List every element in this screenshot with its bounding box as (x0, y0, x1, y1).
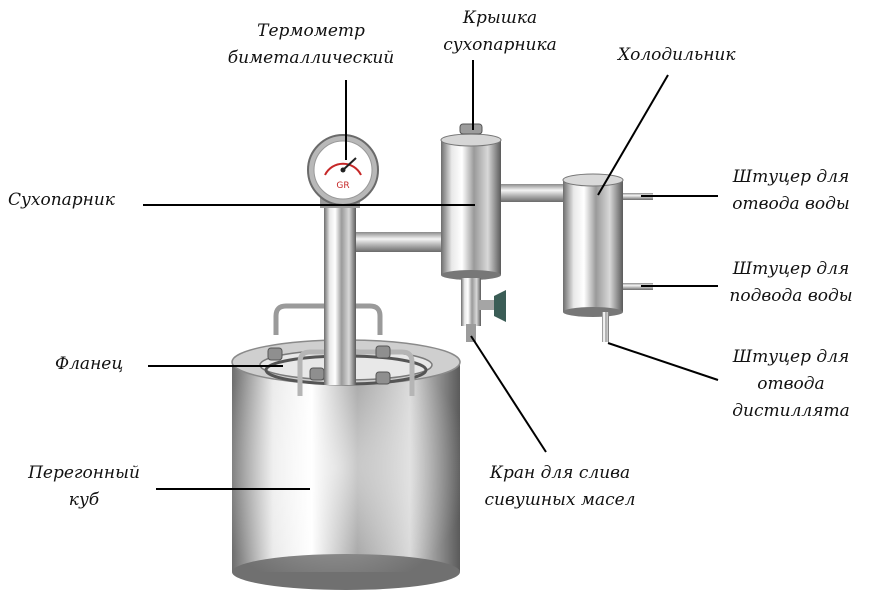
label-water-out: Штуцер для отвода воды (718, 164, 864, 218)
label-water-in-line-2: подвода воды (729, 286, 853, 306)
label-dryer-lid: Крышка сухопарника (415, 5, 585, 59)
label-fusel-tap-line-1: Кран для слива (489, 463, 631, 483)
leader-condenser (597, 74, 669, 196)
label-distillate-out-line-1: Штуцер для (732, 347, 850, 367)
label-water-in-line-1: Штуцер для (732, 259, 850, 279)
label-dryer-lid-line-2: сухопарника (443, 35, 557, 55)
label-fusel-tap: Кран для слива сивушных масел (470, 460, 650, 514)
label-fusel-tap-line-2: сивушных масел (484, 490, 636, 510)
label-cube-line-2: куб (68, 490, 100, 510)
label-thermometer-line-2: биметаллический (227, 48, 395, 68)
label-thermometer-line-1: Термометр (257, 21, 365, 41)
label-distillate-out-line-3: дистиллята (732, 401, 850, 421)
label-water-in: Штуцер для подвода воды (718, 256, 864, 310)
label-thermometer: Термометр биметаллический (206, 18, 416, 72)
label-cube: Перегонный куб (14, 460, 154, 514)
connecting-pipe-1 (356, 232, 448, 252)
label-water-out-line-1: Штуцер для (732, 167, 850, 187)
label-dryer: Сухопарник (8, 190, 115, 210)
condenser-vessel (562, 173, 653, 342)
column-pipe (320, 198, 360, 385)
label-distillate-out-line-2: отвода (757, 374, 825, 394)
thermometer: GR (307, 134, 379, 206)
dryer-vessel (440, 123, 506, 342)
leader-lines (143, 60, 719, 490)
connecting-pipe-2 (501, 184, 565, 202)
label-dryer-lid-line-1: Крышка (462, 8, 538, 28)
label-water-out-line-2: отвода воды (732, 194, 850, 214)
label-condenser: Холодильник (618, 45, 736, 65)
leader-distillate-out (607, 342, 719, 381)
label-cube-line-1: Перегонный (28, 463, 140, 483)
label-distillate-out: Штуцер для отвода дистиллята (718, 344, 864, 425)
svg-text:GR: GR (336, 181, 349, 191)
leader-fusel-tap (470, 335, 547, 453)
label-flange: Фланец (55, 354, 124, 374)
